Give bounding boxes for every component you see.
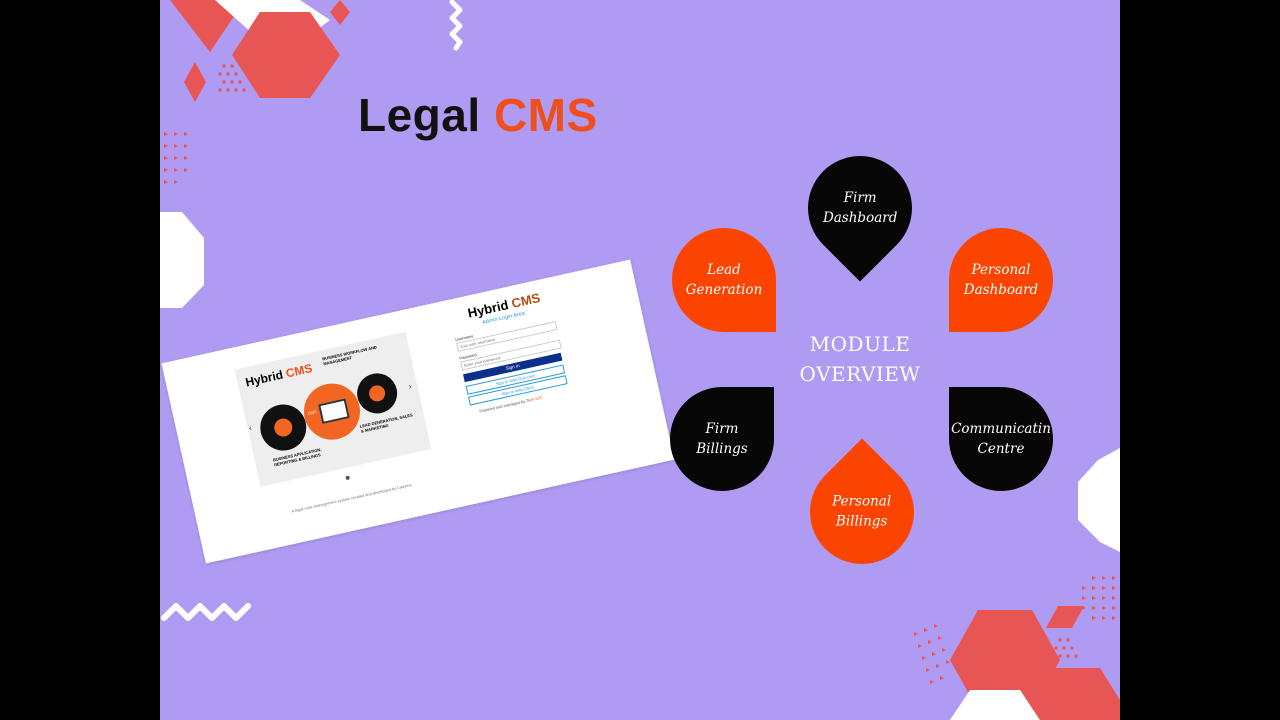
module-label-line2: Centre [977,441,1025,457]
decor-shape [950,690,1040,720]
module-lead-generation[interactable]: Lead Generation [672,228,776,332]
powered-brand-link[interactable]: Tech ICE [525,394,543,404]
title-word-legal: Legal [358,89,481,141]
decor-diamond [184,62,206,102]
carousel-circle-right [353,369,401,418]
carousel-label-top: BUSINESS WORKFLOW AND MANAGEMENT [321,344,378,367]
module-personal-dashboard[interactable]: Personal Dashboard [949,228,1053,332]
carousel-label-right: LEAD GENERATION, SALES & MARKETING [359,412,414,434]
module-label-line2: Billings [836,513,888,530]
footer-text: A legal case management system created a… [291,482,413,514]
carousel-badge: CMS [307,409,318,416]
page-title: Legal CMS [358,88,598,142]
module-label-line1: Personal [971,262,1031,278]
module-label-line2: Dashboard [822,209,898,226]
module-label-line1: Lead [707,262,741,278]
carousel-circle-left [255,400,311,455]
decor-hexagon [232,12,340,98]
slide-canvas: Legal CMS Hybrid CMS BUSINESS WORKFLOW A… [160,0,1120,720]
title-word-cms: CMS [493,89,598,141]
module-firm-billings[interactable]: Firm Billings [670,387,774,491]
carousel-brand: Hybrid CMS [244,361,313,389]
module-label: Personal Dashboard [964,260,1038,300]
decor-shape [170,0,245,52]
carousel-prev-icon[interactable]: ‹ [247,423,253,433]
module-label: Personal Billings [832,492,891,532]
module-label-line2: Dashboard [963,282,1039,298]
module-label: Firm Dashboard [823,188,897,228]
decor-zigzag [161,603,251,621]
module-label: Firm Billings [696,419,747,459]
decor-zigzag-vertical [449,0,463,51]
module-communication-centre[interactable]: Communicatin Centre [949,387,1053,491]
carousel-brand-word1: Hybrid [244,367,285,390]
decor-dots [218,64,246,92]
module-label-line1: Firm [843,189,877,206]
module-overview-line2: OVERVIEW [799,362,921,386]
decor-hexagon [1078,448,1120,552]
chart-icon [367,383,387,403]
carousel: Hybrid CMS BUSINESS WORKFLOW AND MANAGEM… [234,331,432,487]
module-label-line1: Communicatin [951,421,1051,437]
decor-arrow-dots [914,624,950,684]
module-label-line1: Personal [832,493,892,510]
module-overview-line1: MODULE [809,332,911,356]
decor-parallelogram [1046,606,1084,628]
module-label-line2: Generation [685,282,763,298]
login-brand-word2: CMS [510,290,542,311]
module-label-line2: Billings [696,441,748,457]
monitor-icon [318,398,350,424]
module-overview-label: MODULE OVERVIEW [780,329,940,389]
module-label-line1: Firm [705,421,739,437]
decor-hexagon [160,212,204,308]
carousel-circle-center: CMS [298,378,366,446]
carousel-indicator-dot[interactable] [345,475,351,481]
decor-dots [1050,638,1078,658]
decor-arrow-dots [1082,576,1116,620]
module-label: Communicatin Centre [951,419,1051,459]
decor-arrow-dots [164,132,188,184]
carousel-next-icon[interactable]: › [407,381,413,392]
decor-diamond [330,0,350,25]
carousel-brand-word2: CMS [284,361,314,381]
handshake-icon [272,416,295,439]
decor-hexagon [1020,668,1120,720]
decorative-shapes [160,0,1120,720]
module-label: Lead Generation [686,260,763,300]
